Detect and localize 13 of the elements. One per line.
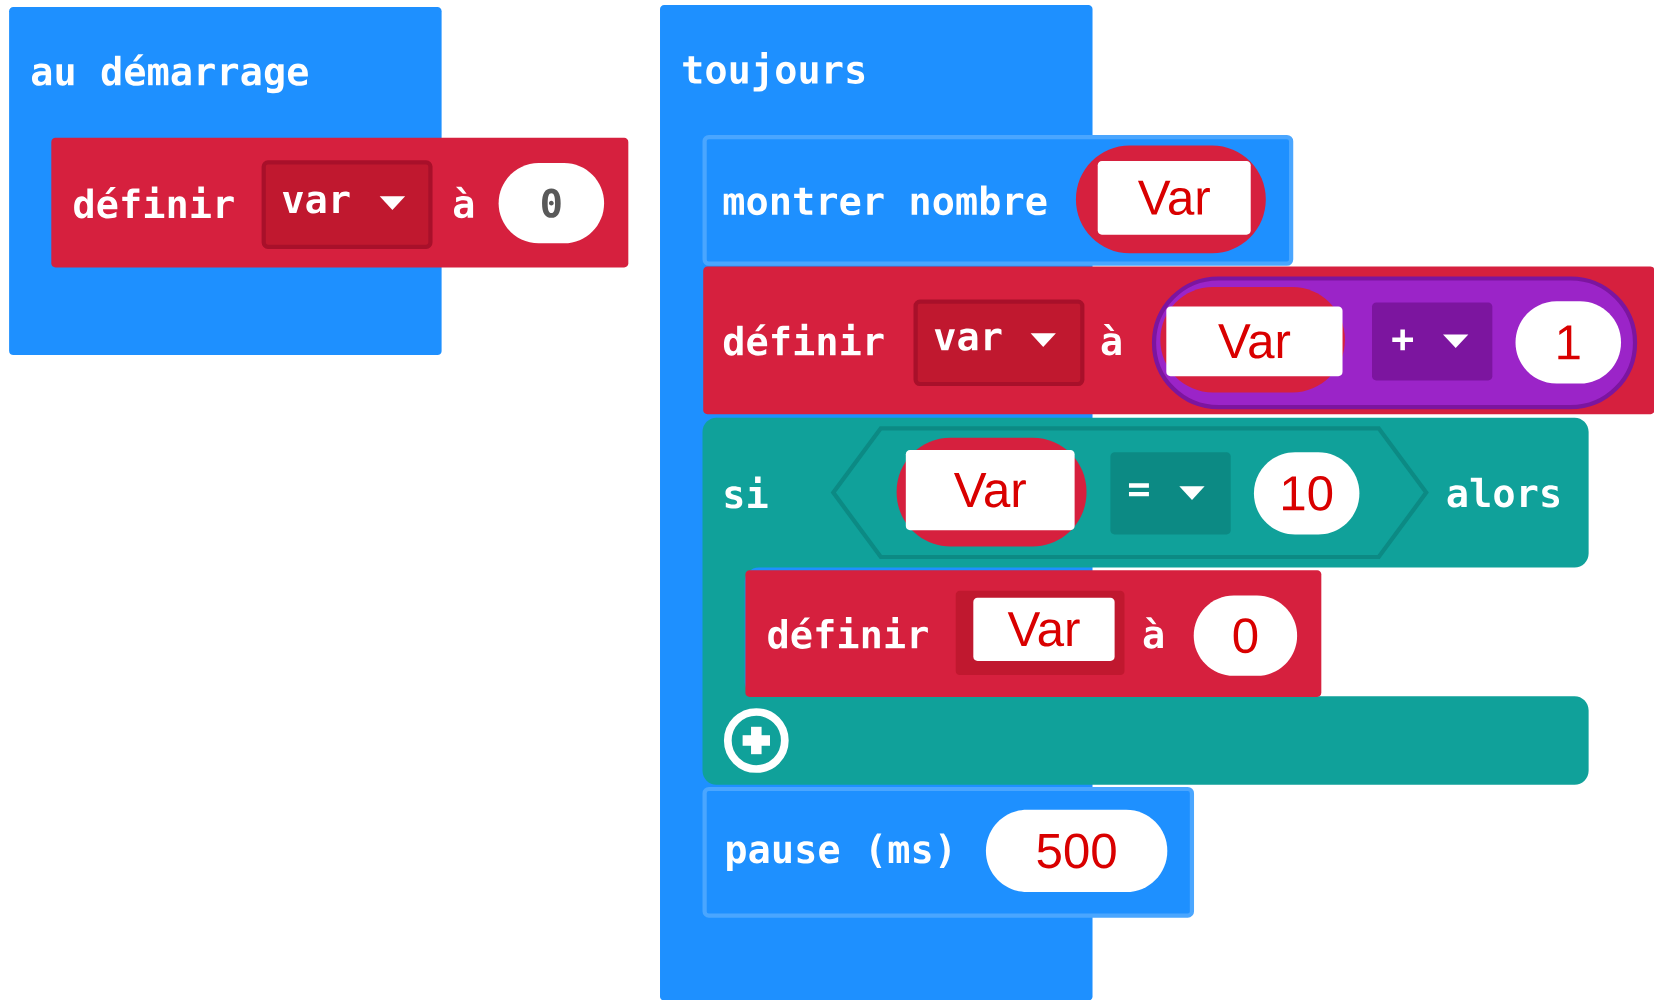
value-field: Var: [896, 437, 1087, 547]
dropdown: var: [261, 160, 433, 249]
value-field: Var: [1160, 286, 1345, 393]
number-field: 0: [498, 163, 605, 244]
dropdown: +: [1372, 302, 1493, 381]
number-field: 10: [1253, 452, 1360, 535]
dropdown: var: [913, 299, 1085, 387]
number-field: 0: [1193, 595, 1298, 676]
number-field: 500: [985, 809, 1168, 893]
value-field: Var: [1075, 145, 1266, 254]
number-field: 1: [1515, 301, 1622, 384]
dropdown: =: [1110, 452, 1231, 535]
value-field: Var: [955, 590, 1125, 676]
